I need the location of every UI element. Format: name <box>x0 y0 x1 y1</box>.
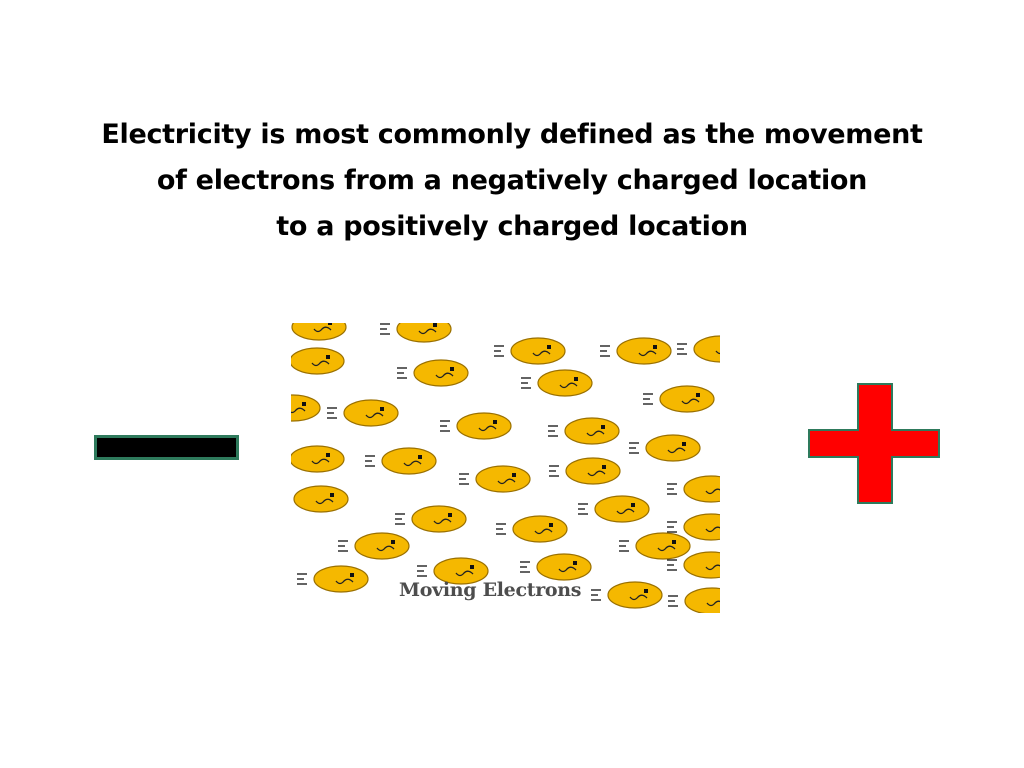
negative-terminal-minus-icon <box>94 435 239 460</box>
moving-electrons-illustration: Moving Electrons <box>291 323 720 613</box>
electron-face-icon <box>459 465 531 493</box>
electron-face-icon <box>395 505 467 533</box>
electron-face-icon <box>496 515 568 543</box>
electron-face-icon <box>291 323 347 341</box>
electron-face-icon <box>417 557 489 585</box>
electron-face-icon <box>578 495 650 523</box>
slide-heading: Electricity is most commonly defined as … <box>60 112 964 250</box>
electron-face-icon <box>297 565 369 593</box>
electron-face-icon <box>291 445 345 473</box>
electron-face-icon <box>440 412 512 440</box>
heading-line-3: to a positively charged location <box>276 211 748 242</box>
electron-face-icon <box>521 369 593 397</box>
electron-face-icon <box>380 323 452 343</box>
electron-face-icon <box>677 335 720 363</box>
electron-face-icon <box>667 513 720 541</box>
heading-line-2: of electrons from a negatively charged l… <box>156 165 868 196</box>
positive-terminal-plus-icon <box>808 383 940 504</box>
electron-face-icon <box>629 434 701 462</box>
electron-face-icon <box>549 457 621 485</box>
electron-face-icon <box>293 485 349 513</box>
electron-face-icon <box>668 587 720 613</box>
electron-face-icon <box>365 447 437 475</box>
electron-face-icon <box>591 581 663 609</box>
electron-face-icon <box>338 532 410 560</box>
electron-face-icon <box>291 394 321 422</box>
electron-face-icon <box>619 532 691 560</box>
electron-face-icon <box>643 385 715 413</box>
electron-face-icon <box>291 347 345 375</box>
electron-field <box>291 323 720 613</box>
electron-face-icon <box>397 359 469 387</box>
electron-face-icon <box>667 551 720 579</box>
electron-face-icon <box>520 553 592 581</box>
electron-face-icon <box>327 399 399 427</box>
heading-line-1: Electricity is most commonly defined as … <box>101 119 923 150</box>
electron-face-icon <box>667 475 720 503</box>
electron-face-icon <box>600 337 672 365</box>
electron-face-icon <box>494 337 566 365</box>
illustration-caption: Moving Electrons <box>399 579 582 601</box>
electron-face-icon <box>548 417 620 445</box>
